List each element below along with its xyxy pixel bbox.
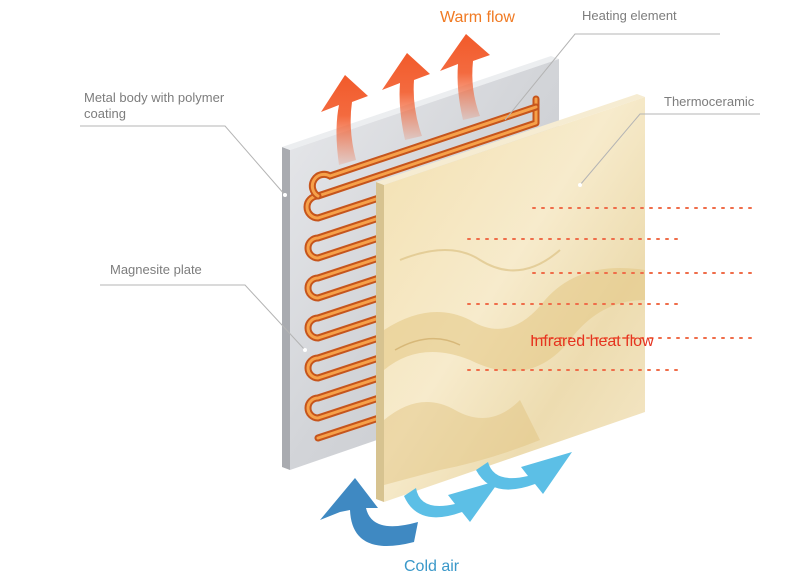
- warm-arrow-3: [440, 34, 490, 120]
- leader-thermoceramic: [579, 113, 760, 186]
- leader-lines: [80, 33, 760, 351]
- cold-air-arrows: [320, 452, 572, 546]
- thermoceramic-plate: [376, 94, 645, 502]
- metal-body-label: Metal body with polymer coating: [84, 90, 225, 121]
- warm-arrow-2: [382, 53, 430, 140]
- leader-dot-magnesite: [303, 348, 307, 352]
- cold-air-label: Cold air: [404, 558, 460, 575]
- infrared-heat-flow-lines: [467, 207, 757, 371]
- leader-dot-metal: [283, 193, 287, 197]
- warm-arrow-1: [321, 75, 368, 165]
- cold-arrow-1: [320, 478, 418, 546]
- magnesite-plate-label: Magnesite plate: [110, 262, 202, 277]
- warm-flow-label: Warm flow: [440, 9, 515, 26]
- leader-metal-body: [80, 125, 286, 196]
- heating-element-label: Heating element: [582, 8, 677, 23]
- leader-magnesite-plate: [100, 284, 306, 351]
- cold-arrow-3: [476, 452, 572, 494]
- thermoceramic-label: Thermoceramic: [664, 94, 755, 109]
- leader-dot-thermo: [578, 183, 582, 187]
- warm-flow-arrows: [321, 34, 490, 165]
- cold-arrow-2: [404, 480, 500, 522]
- leader-heating-element: [504, 33, 720, 121]
- infrared-heat-flow-label: Infrared heat flow: [530, 333, 654, 350]
